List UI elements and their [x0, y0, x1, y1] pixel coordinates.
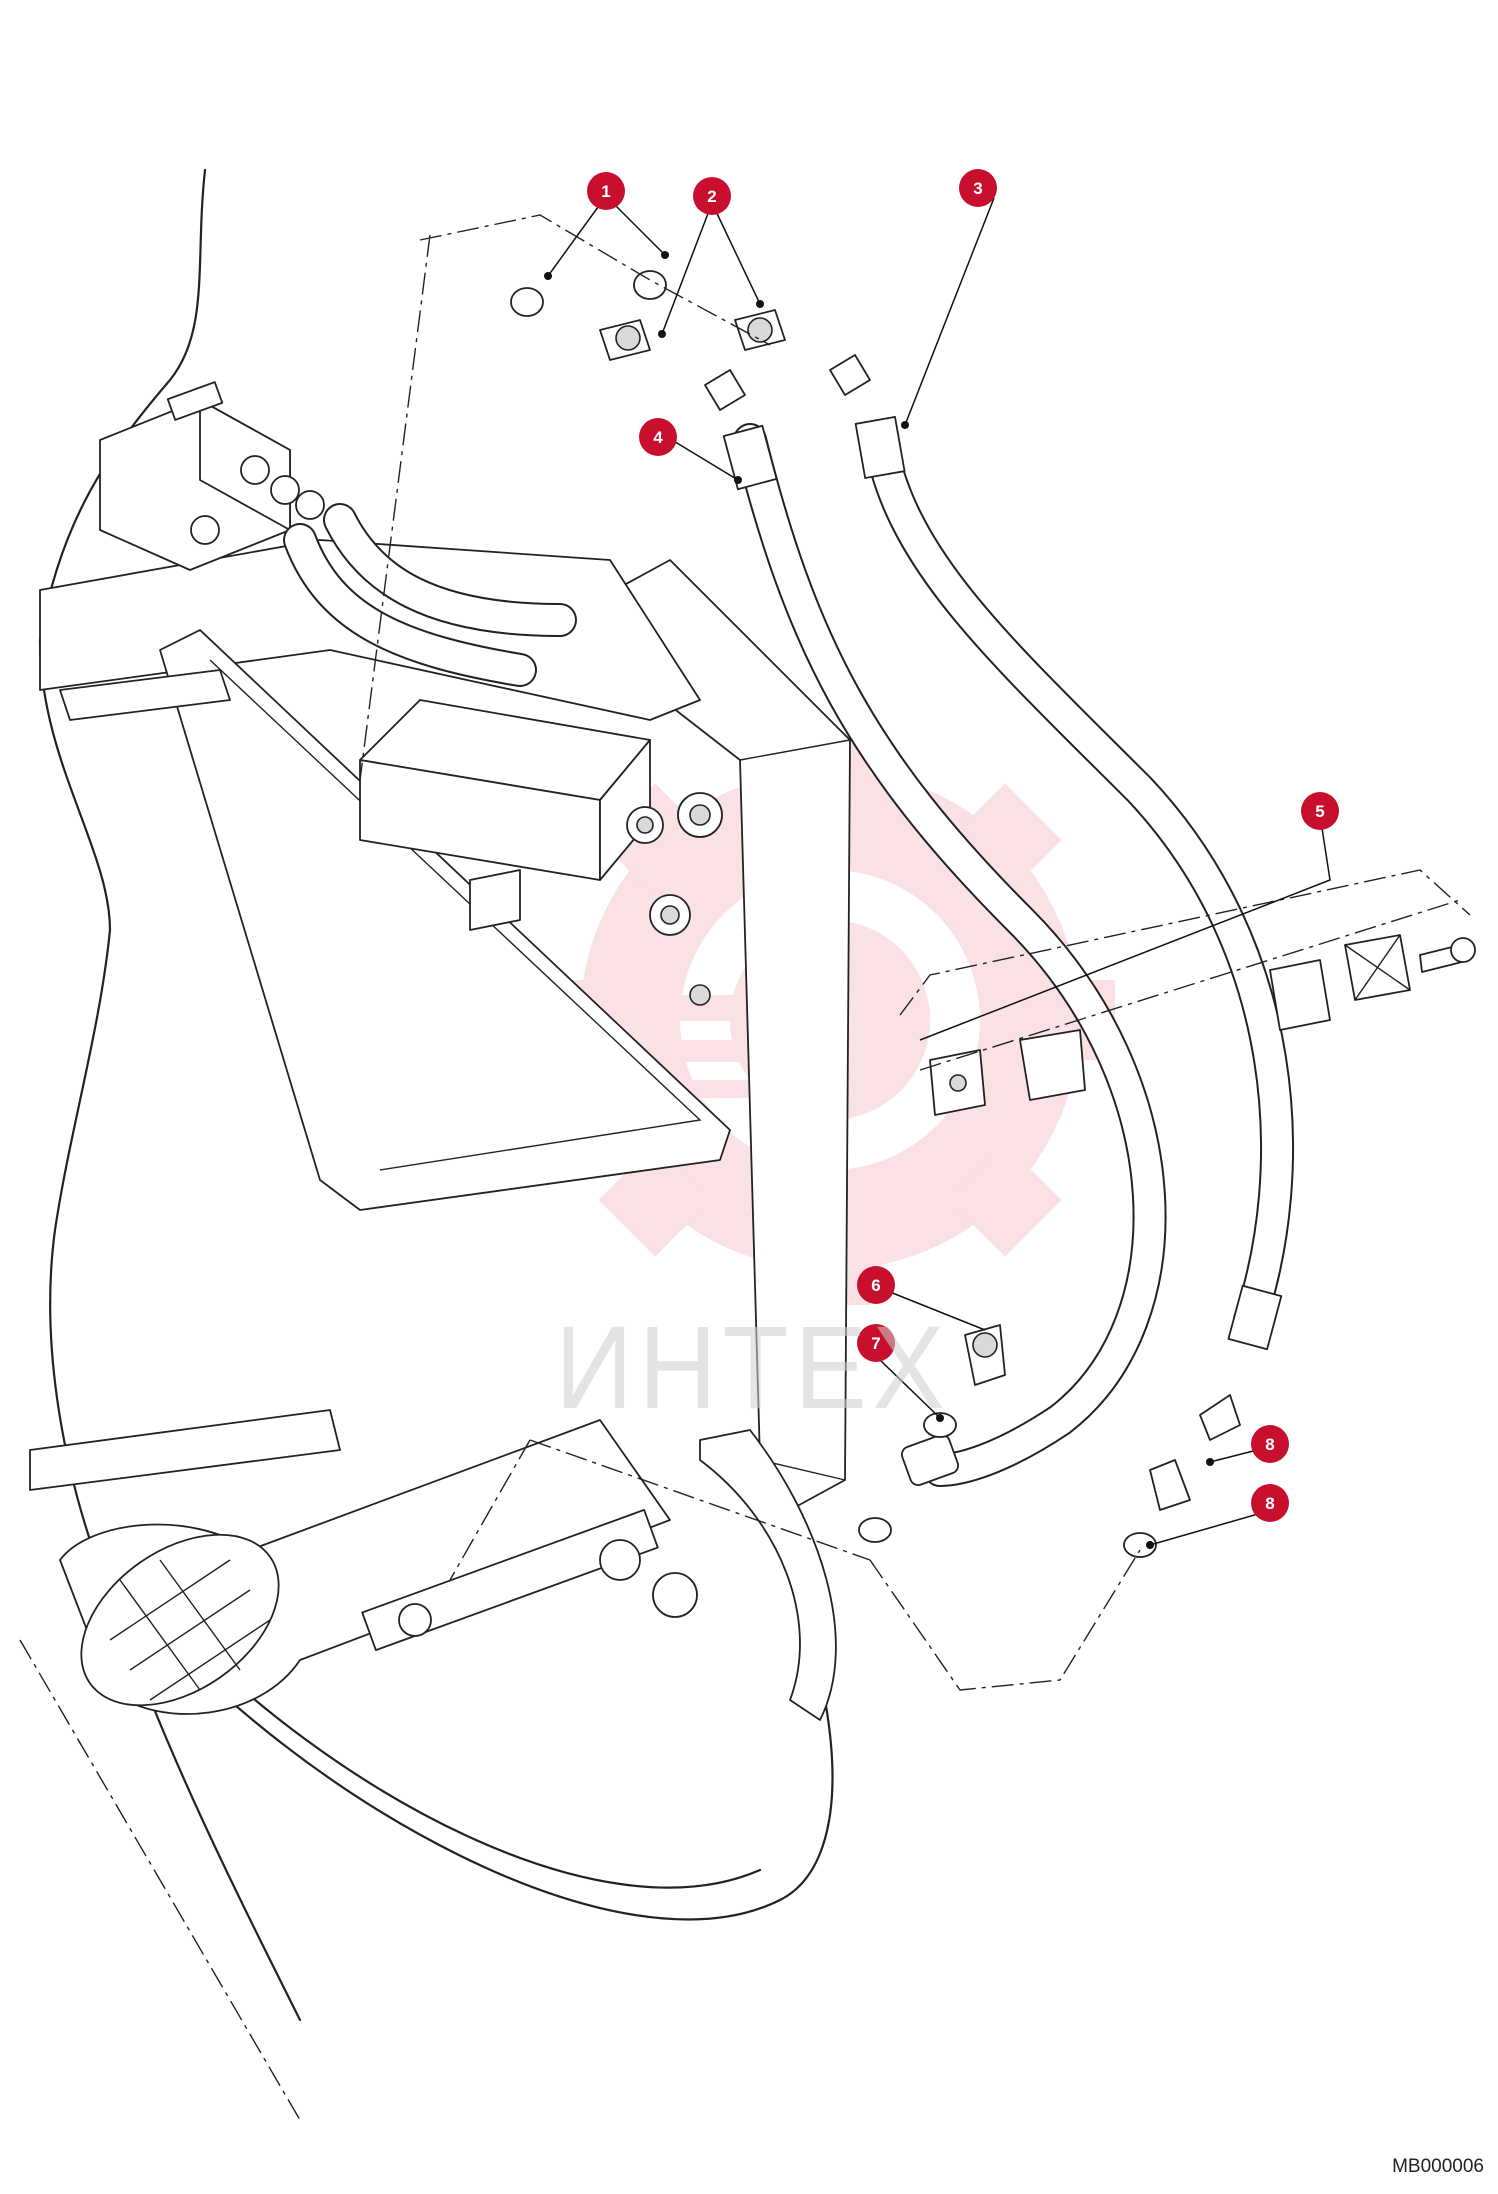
leader-lines [547, 195, 1331, 1546]
watermark-text: ИНТЕХ [555, 1302, 951, 1434]
callout-5-label: 5 [1315, 802, 1324, 821]
assembly-line-bottom [19, 1639, 301, 2121]
assembly-line-clamp [899, 869, 1471, 1071]
callout-8-upper-label: 7 [871, 1334, 880, 1353]
hydraulic-cylinder [59, 1419, 698, 1715]
mounting-plate [559, 559, 851, 1511]
callout-4[interactable]: 4 [639, 418, 677, 456]
callout-1[interactable]: 1 [587, 172, 625, 210]
callout-2[interactable]: 2 [693, 177, 731, 215]
assembly-line-lower-left [449, 1439, 871, 1581]
callout-3-label: 3 [973, 179, 982, 198]
lower-bracket [699, 1429, 837, 1721]
cylinder-housing [359, 699, 651, 931]
callout-4-label: 4 [653, 428, 663, 447]
callout-2-label: 2 [707, 187, 716, 206]
assembly-line-lower-right [869, 1549, 1141, 1691]
callout-1-label: 1 [601, 182, 610, 201]
frame-mid-rail [59, 669, 231, 721]
callout-8-upper[interactable]: 7 [857, 1324, 895, 1362]
leader-dots [544, 251, 1214, 1549]
lower-fittings [858, 1324, 1241, 1558]
callout-7-label: 8 [1265, 1435, 1274, 1454]
assembly-line-top [359, 214, 771, 781]
drawing-number: MB000006 [1392, 2156, 1484, 2177]
hose-clamp-assembly [929, 934, 1476, 1116]
callout-8-lower[interactable]: 8 [1251, 1484, 1289, 1522]
plate-fittings [626, 792, 723, 1006]
callout-8-lower-label: 8 [1265, 1494, 1274, 1513]
top-fittings [510, 270, 871, 411]
callout-6-label: 6 [871, 1276, 880, 1295]
valve-block [99, 381, 325, 571]
frame-panel-shelf [159, 629, 731, 1211]
frame-lower-rail [29, 1409, 341, 1491]
hose-sleeves [722, 416, 1283, 1486]
callout-7[interactable]: 8 [1251, 1425, 1289, 1463]
callout-5[interactable]: 5 [1301, 792, 1339, 830]
callout-6[interactable]: 6 [857, 1266, 895, 1304]
callout-3[interactable]: 3 [959, 169, 997, 207]
